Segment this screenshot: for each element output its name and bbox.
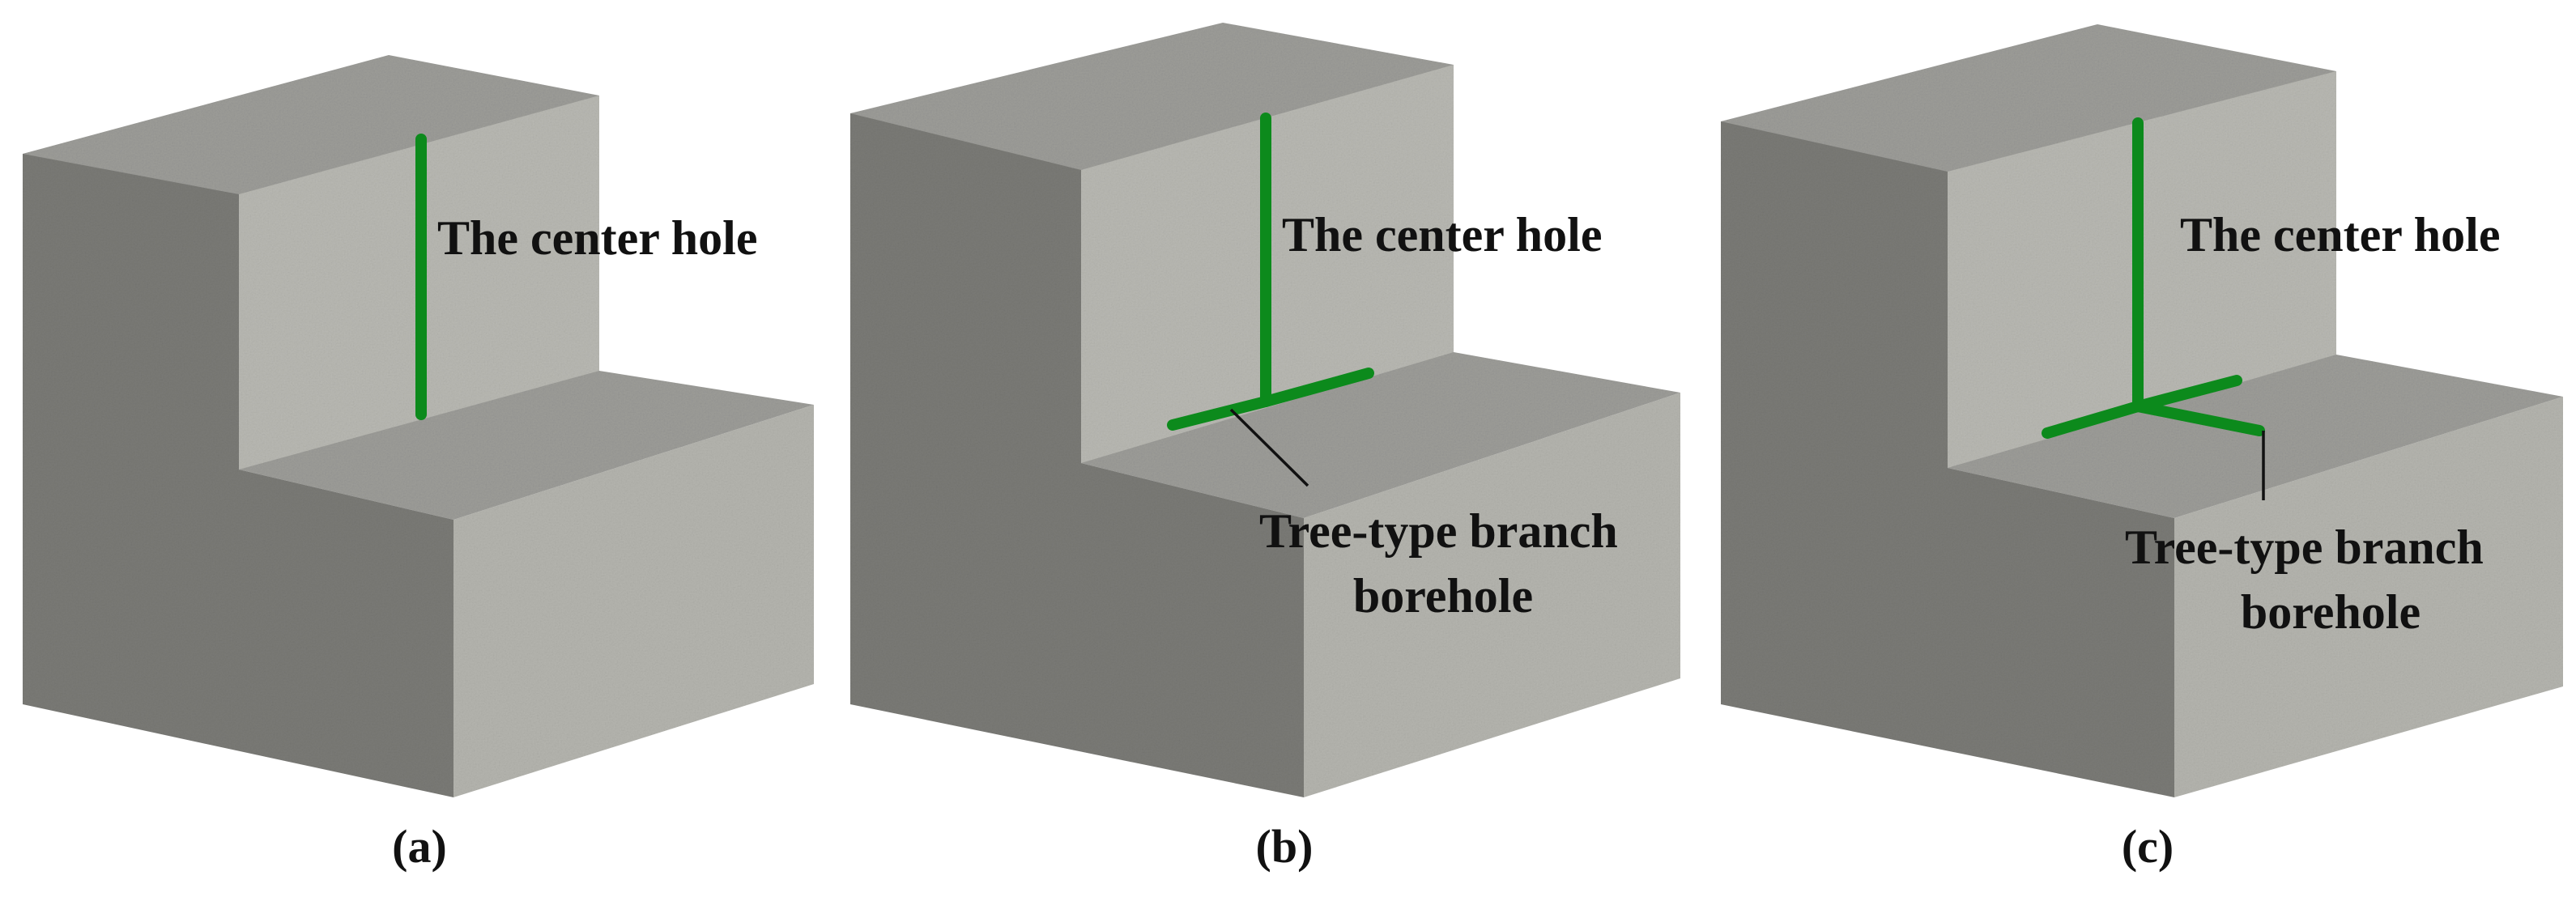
panel-b: The center hole Tree-type branch borehol… — [850, 23, 1680, 873]
panel-caption: (b) — [1256, 820, 1314, 873]
branch-borehole-label-line1: Tree-type branch — [2125, 521, 2484, 574]
branch-borehole-left — [1167, 396, 1271, 431]
block-front-face — [1304, 393, 1680, 797]
branch-borehole-right — [1260, 368, 1374, 407]
branch-borehole-left — [2042, 401, 2144, 439]
center-hole-label: The center hole — [2180, 208, 2500, 261]
borehole-b — [1167, 113, 1374, 431]
rock-block-a — [23, 55, 814, 797]
borehole-c — [2042, 117, 2265, 439]
block-front-face — [453, 405, 814, 797]
leader-line — [1229, 408, 1309, 487]
branch-borehole-label-line2: borehole — [1353, 569, 1533, 623]
center-hole-label: The center hole — [1282, 208, 1602, 261]
panel-caption: (c) — [2122, 820, 2174, 873]
branch-borehole-label-line1: Tree-type branch — [1259, 504, 1618, 558]
branch-borehole-forward — [2132, 401, 2265, 436]
block-left-face — [850, 113, 1304, 797]
branch-borehole-label-line2: borehole — [2241, 585, 2421, 639]
center-hole-label: The center hole — [437, 211, 757, 265]
block-left-face — [23, 154, 453, 797]
panel-c: The center hole Tree-type branch borehol… — [1721, 24, 2563, 873]
block-front-face — [2174, 397, 2563, 797]
panel-a: The center hole (a) — [23, 55, 814, 873]
panel-caption: (a) — [392, 820, 447, 873]
branch-borehole-right — [2132, 375, 2242, 412]
rock-block-c — [1721, 24, 2563, 797]
